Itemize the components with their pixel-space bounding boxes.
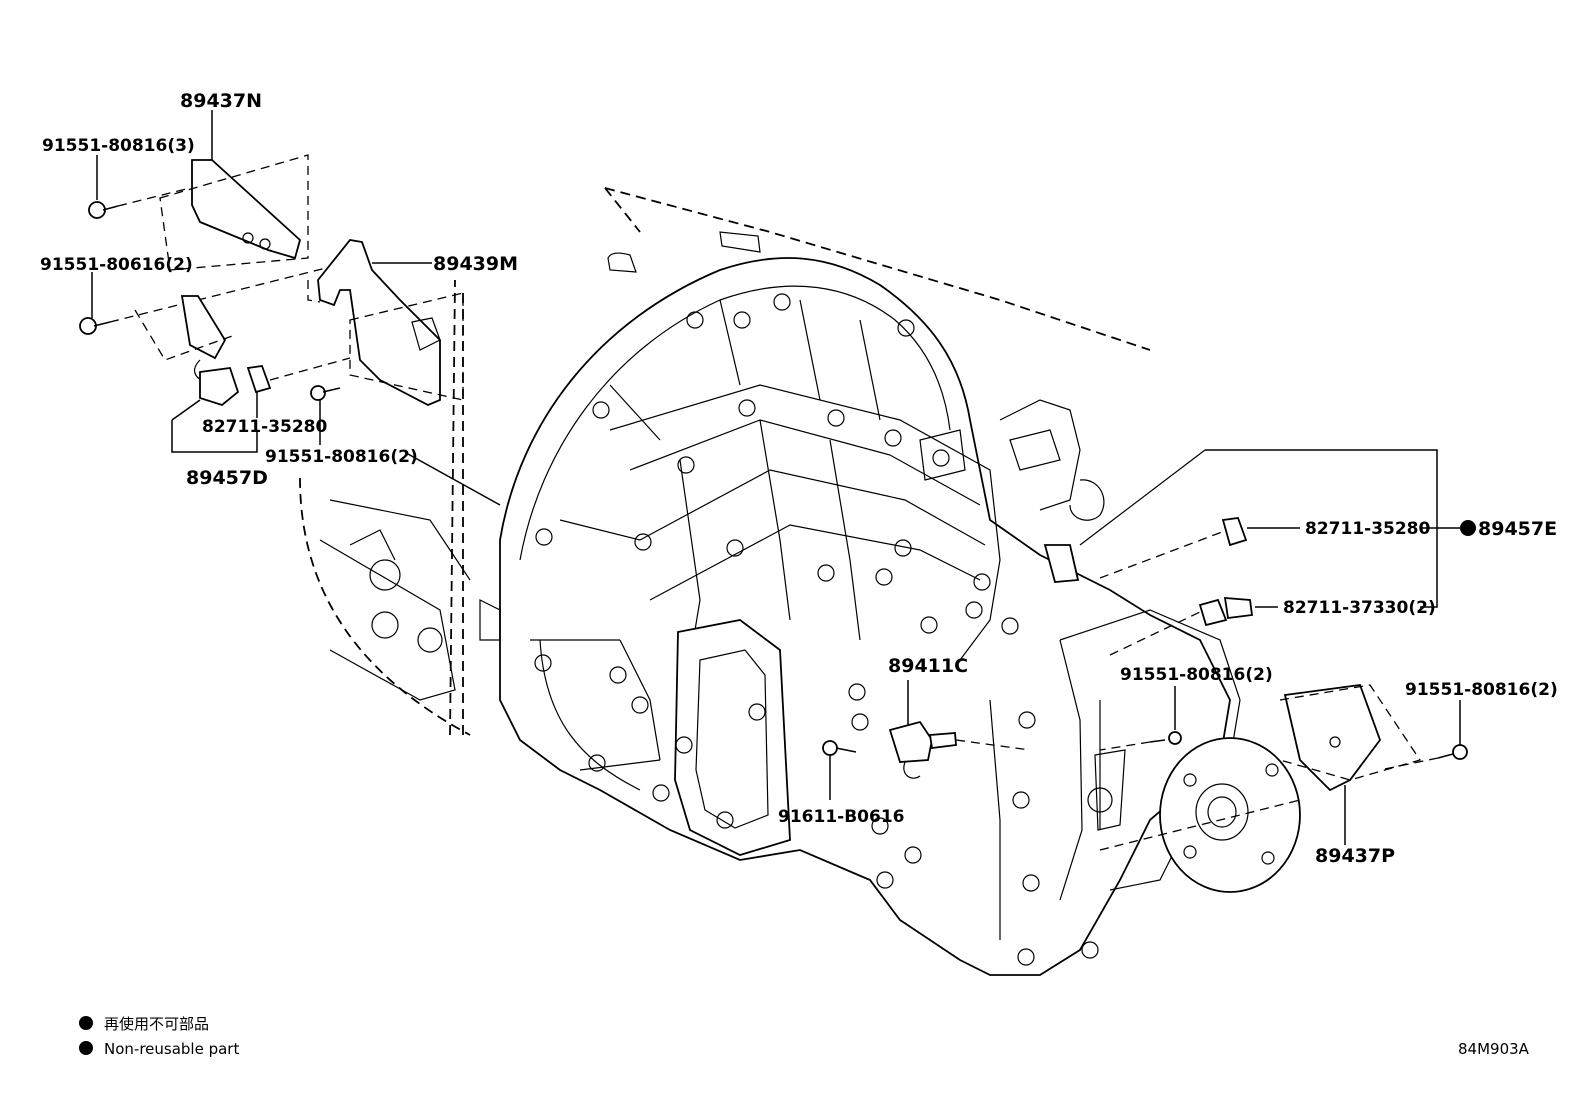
bracket-89437P [1279, 684, 1422, 792]
label-89439M: 89439M [433, 253, 518, 275]
legend-marker-icon [79, 1041, 93, 1055]
clip-icon [1099, 517, 1248, 579]
legend: 再使用不可部品 Non-reusable part [79, 1015, 239, 1058]
speed-sensor-89411C [888, 720, 1031, 779]
clip-icon [246, 357, 351, 394]
bolt-icon [310, 385, 341, 401]
bracket-89439M [307, 239, 464, 406]
legend-marker-icon [79, 1016, 93, 1030]
label-89437P: 89437P [1315, 845, 1395, 867]
leader-lines [91, 110, 1461, 845]
non-reusable-marker-icon [1460, 520, 1476, 536]
bolt-icon [79, 261, 351, 335]
bracket-89437N [159, 154, 309, 271]
label-89457E: 89457E [1478, 518, 1557, 540]
label-89457D: 89457D [186, 467, 268, 489]
harness-connector [1043, 449, 1206, 583]
label-82711-37330-2: 82711-37330(2) [1283, 598, 1436, 618]
label-89437N: 89437N [180, 90, 262, 112]
bolt-icon [1379, 744, 1468, 771]
figure-code: 84M903A [1458, 1040, 1530, 1058]
label-91551-80816-2-right: 91551-80816(2) [1405, 680, 1558, 700]
label-89411C: 89411C [888, 655, 968, 677]
bolt-icon [1099, 731, 1182, 751]
label-91551-80816-2-mid: 91551-80816(2) [1120, 665, 1273, 685]
bolt-icon [88, 187, 191, 219]
label-82711-35280-right: 82711-35280 [1305, 519, 1431, 539]
label-91551-80816-2-left: 91551-80816(2) [265, 447, 418, 467]
label-91551-80616-2: 91551-80616(2) [40, 255, 193, 275]
legend-jp-text: 再使用不可部品 [104, 1015, 209, 1033]
sensor-89457D [134, 295, 240, 407]
transmission-assembly [299, 187, 1301, 976]
label-91551-80816-3: 91551-80816(3) [42, 136, 195, 156]
label-82711-35280-left: 82711-35280 [202, 417, 328, 437]
legend-en-text: Non-reusable part [104, 1040, 239, 1058]
label-91611-B0616: 91611-B0616 [778, 807, 904, 827]
connector-icon [1109, 597, 1254, 656]
